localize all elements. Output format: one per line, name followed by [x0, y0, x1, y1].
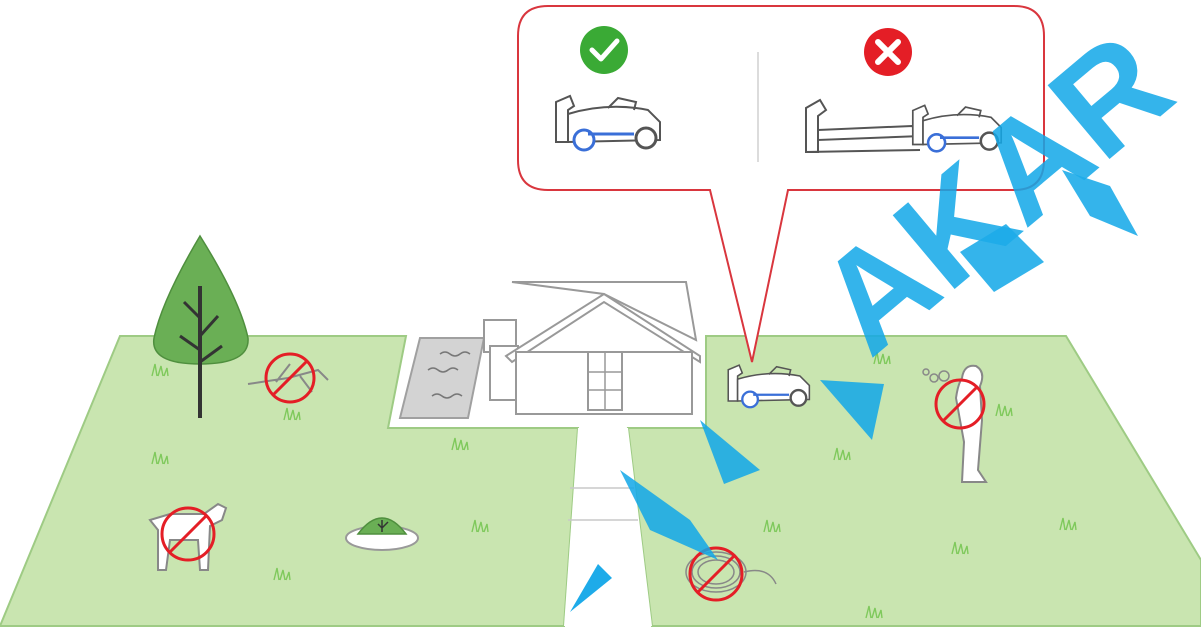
child-prohibited-icon [922, 364, 988, 483]
robot-mower-incorrect-icon [805, 98, 1003, 153]
dog-prohibited-icon [148, 502, 228, 571]
pool-icon [398, 337, 486, 419]
check-circle-icon [580, 26, 628, 74]
hose-prohibited-icon [685, 546, 777, 602]
branch-prohibited-icon [247, 352, 329, 404]
callout-bubble [517, 5, 1045, 363]
flower-bed-icon [345, 517, 419, 551]
tree-icon [153, 234, 249, 418]
right-lawn [626, 335, 1201, 627]
house-icon [483, 281, 701, 415]
x-circle-icon [864, 28, 912, 76]
